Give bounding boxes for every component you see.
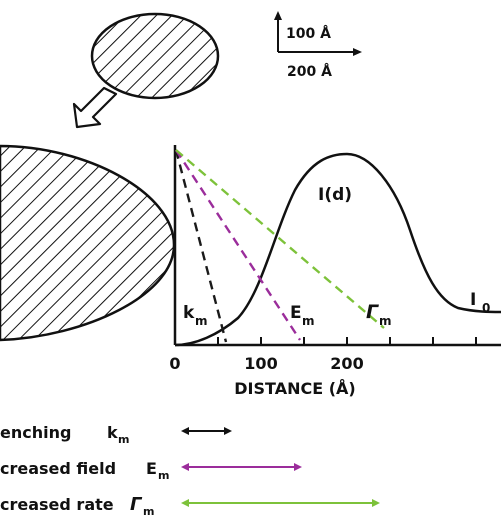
legend-symbol-gm-sub: m (143, 505, 154, 518)
zoom-arrow-icon (72, 86, 118, 129)
em-label: E m (290, 303, 315, 328)
gm-label-main: Γ (366, 301, 379, 323)
i0-label-main: I (470, 290, 476, 310)
intensity-curve (174, 152, 501, 347)
km-dashed-line (174, 149, 228, 343)
x-axis-ticks (217, 337, 477, 345)
legend-symbol-em-sub: m (158, 469, 169, 482)
curve-label: I(d) (318, 185, 352, 205)
gm-label: Γ m (366, 301, 392, 328)
legend-text-quenching: enching (0, 423, 71, 442)
km-label-sub: m (195, 314, 208, 328)
legend-text-field: creased field (0, 459, 116, 478)
legend-item-quenching: enching k m (0, 423, 232, 446)
legend-symbol-gm: Γ (130, 494, 143, 515)
legend-symbol-km: k (107, 423, 118, 442)
x-tick-label-0: 0 (169, 354, 180, 373)
em-dashed-line (174, 149, 302, 341)
large-hatched-ellipse (0, 144, 176, 342)
plot-axes: 0 100 200 DISTANCE (Å) (169, 145, 501, 398)
legend-item-field: creased field E m (0, 459, 302, 482)
km-label-main: k (183, 303, 195, 323)
legend: enching k m creased field E m creased ra… (0, 423, 380, 518)
gm-label-sub: m (379, 314, 392, 328)
em-label-main: E (290, 303, 302, 323)
em-label-sub: m (302, 314, 315, 328)
legend-symbol-km-sub: m (118, 433, 129, 446)
i0-label: I 0 (470, 290, 490, 315)
small-hatched-ellipse (90, 12, 220, 100)
legend-item-rate: creased rate Γ m (0, 494, 380, 518)
gm-dashed-line (175, 149, 385, 329)
i0-label-sub: 0 (482, 301, 490, 315)
x-tick-label-100: 100 (244, 354, 277, 373)
x-tick-label-200: 200 (330, 354, 363, 373)
legend-symbol-em: E (146, 459, 157, 478)
legend-text-rate: creased rate (0, 495, 114, 514)
scale-vertical-label: 100 Å (286, 25, 331, 42)
scale-bar: 100 Å 200 Å (274, 11, 362, 80)
x-axis-label: DISTANCE (Å) (234, 379, 355, 398)
scale-horizontal-label: 200 Å (287, 63, 332, 80)
km-label: k m (183, 303, 208, 328)
